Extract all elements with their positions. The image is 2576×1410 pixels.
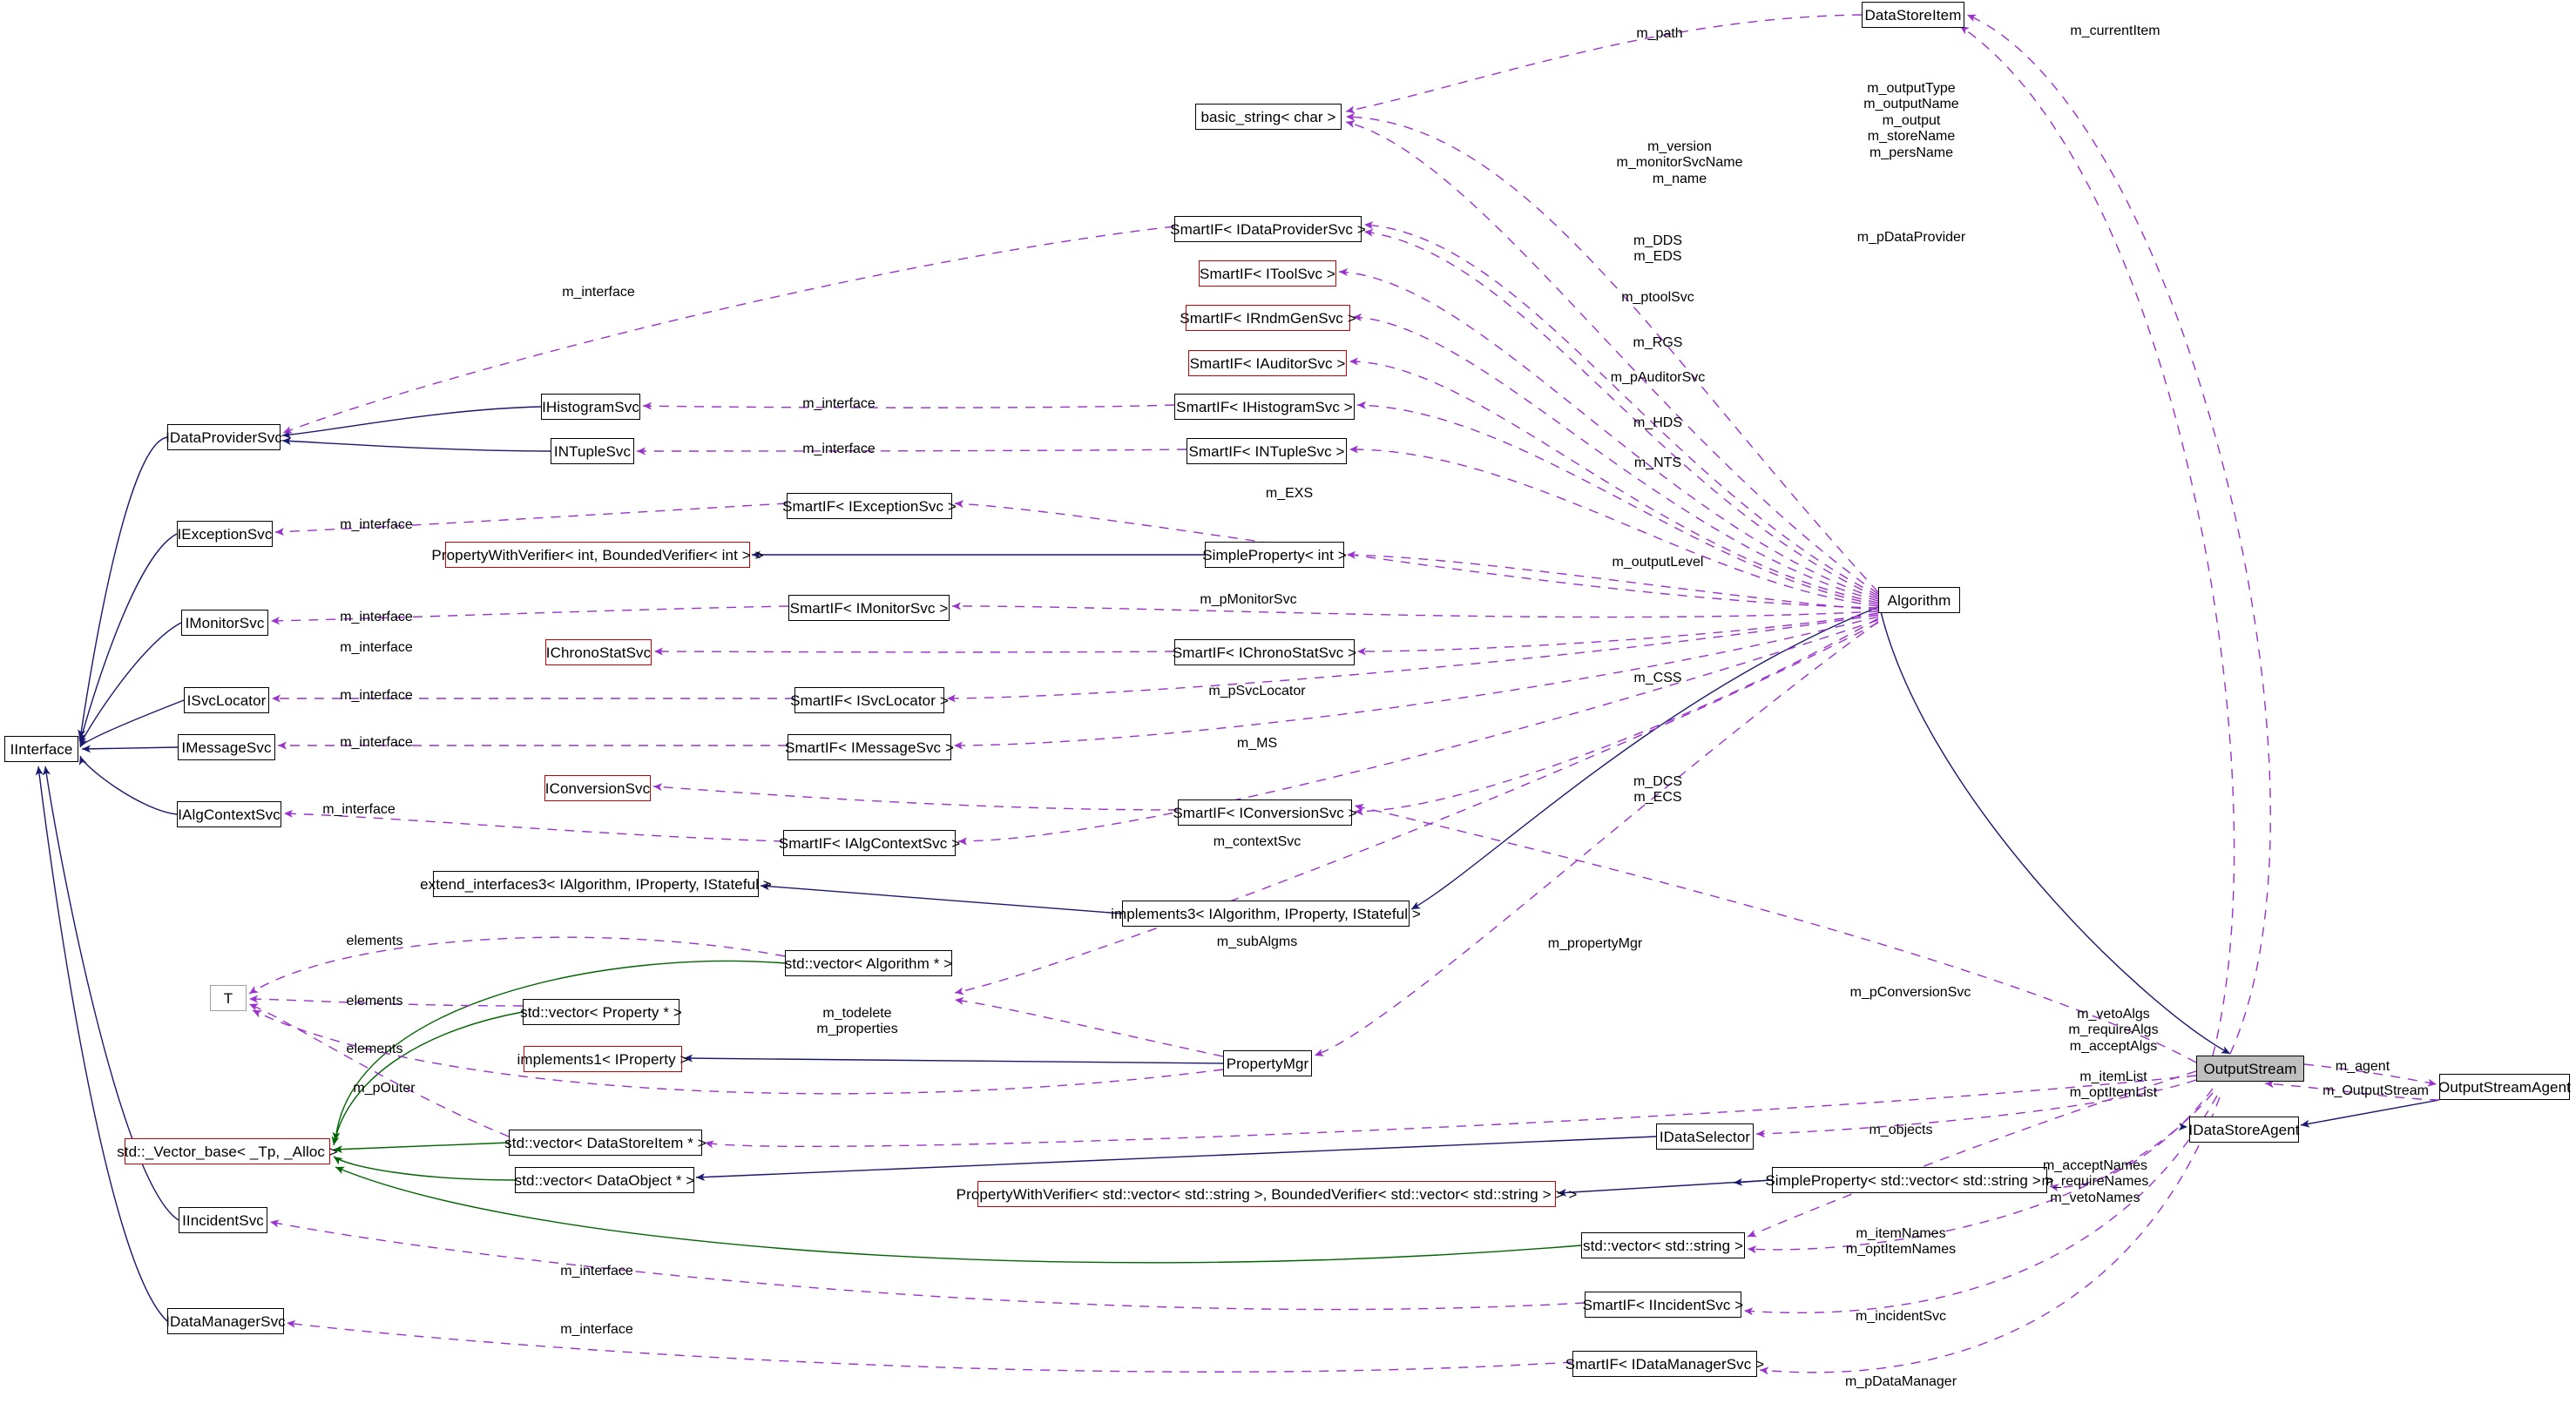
class-node-smartif-iauditorsvc[interactable]: SmartIF< IAuditorSvc > — [1188, 350, 1347, 376]
edge-label: elements — [346, 1042, 403, 1056]
edge-label: m_pDataProvider — [1856, 230, 1966, 245]
class-node-outputstreamagent[interactable]: OutputStreamAgent — [2438, 1074, 2571, 1100]
class-node-propertywithverifier-int[interactable]: PropertyWithVerifier< int, BoundedVerifi… — [431, 542, 764, 568]
edge-label: m_path — [1636, 26, 1683, 41]
class-node-ialgcontextsvc[interactable]: IAlgContextSvc — [177, 801, 281, 827]
class-node-smartif-ihistogramsvc[interactable]: SmartIF< IHistogramSvc > — [1174, 394, 1355, 420]
edge-label: m_interface — [802, 442, 876, 456]
edge-label: m_vetoAlgs m_requireAlgs m_acceptAlgs — [2068, 1007, 2159, 1054]
edge-label: m_pAuditorSvc — [1610, 370, 1706, 385]
edge-label: m_acceptNames m_requireNames m_vetoNames — [2041, 1158, 2149, 1205]
class-node-algorithm[interactable]: Algorithm — [1878, 587, 1960, 613]
edge-label: m_itemList m_optItemList — [2069, 1069, 2158, 1101]
edge-label: m_ptoolSvc — [1621, 290, 1694, 305]
edge-label: m_itemNames m_optItemNames — [1845, 1226, 1957, 1258]
class-node-implements1-iproperty[interactable]: implements1< IProperty > — [517, 1046, 688, 1072]
class-node-smartif-iexceptionsvc[interactable]: SmartIF< IExceptionSvc > — [782, 493, 957, 519]
edge-label: m_interface — [340, 640, 413, 655]
class-node-smartif-ichronostatsvc[interactable]: SmartIF< IChronoStatSvc > — [1173, 639, 1356, 665]
edge-label: m_interface — [340, 610, 413, 624]
edge-label: m_interface — [322, 802, 396, 817]
class-node-datastoreitem[interactable]: DataStoreItem — [1862, 2, 1964, 28]
edge-label: m_CSS — [1633, 671, 1682, 685]
edge-label: m_interface — [802, 396, 876, 411]
class-node-idataprovidersvc[interactable]: IDataProviderSvc — [166, 424, 282, 450]
edge-label: m_interface — [562, 285, 635, 300]
class-node-vector-algorithm[interactable]: std::vector< Algorithm * > — [785, 950, 952, 976]
edge-label: m_OutputStream — [2322, 1083, 2429, 1098]
class-node-smartif-iconversionsvc[interactable]: SmartIF< IConversionSvc > — [1173, 799, 1357, 826]
class-node-iconversionsvc[interactable]: IConversionSvc — [544, 775, 651, 801]
class-node-smartif-itoolsvc[interactable]: SmartIF< IToolSvc > — [1199, 260, 1336, 287]
class-node-propertywithverifier-vec[interactable]: PropertyWithVerifier< std::vector< std::… — [957, 1181, 1577, 1207]
edge-label: m_subAlgms — [1216, 934, 1298, 949]
class-node-iincidentsvc[interactable]: IIncidentSvc — [179, 1207, 267, 1233]
edge-label: m_pOuter — [353, 1081, 416, 1096]
edge-label: m_interface — [340, 517, 413, 532]
class-node-smartif-isvclocator[interactable]: SmartIF< ISvcLocator > — [790, 687, 949, 713]
edge-label: m_version m_monitorSvcName m_name — [1616, 139, 1743, 186]
edge-label: elements — [346, 934, 403, 948]
edge-label: m_currentItem — [2070, 24, 2160, 38]
edge-label: m_outputLevel — [1612, 555, 1704, 570]
edge-label: m_HDS — [1633, 415, 1683, 430]
class-node-smartif-imonitorsvc[interactable]: SmartIF< IMonitorSvc > — [788, 595, 950, 621]
edge-label: m_interface — [560, 1322, 633, 1337]
class-node-imonitorsvc[interactable]: IMonitorSvc — [181, 610, 268, 636]
class-node-t[interactable]: T — [210, 985, 247, 1011]
edge-label: m_propertyMgr — [1547, 936, 1643, 951]
class-node-simpleproperty-vec-str[interactable]: SimpleProperty< std::vector< std::string… — [1765, 1167, 2054, 1193]
edge-label: m_pDataManager — [1844, 1374, 1957, 1389]
class-node-idataselector[interactable]: IDataSelector — [1656, 1123, 1754, 1150]
class-node-basic-string[interactable]: basic_string< char > — [1195, 104, 1342, 130]
class-node-vector-base[interactable]: std::_Vector_base< _Tp, _Alloc > — [117, 1138, 338, 1164]
class-node-propertymgr[interactable]: PropertyMgr — [1223, 1050, 1312, 1076]
class-node-outputstream[interactable]: OutputStream — [2196, 1056, 2304, 1082]
edge-label: m_pConversionSvc — [1849, 985, 1971, 1000]
class-node-isvclocator[interactable]: ISvcLocator — [184, 687, 269, 713]
class-node-smartif-irndmgensvc[interactable]: SmartIF< IRndmGenSvc > — [1180, 305, 1356, 331]
class-node-idatastoreagent[interactable]: IDataStoreAgent — [2188, 1117, 2300, 1143]
class-node-idatamanagersvc[interactable]: IDataManagerSvc — [166, 1308, 286, 1334]
edge-label: m_contextSvc — [1213, 834, 1302, 849]
class-node-ihistogramsvc[interactable]: IHistogramSvc — [541, 394, 640, 420]
class-node-intuplesvc[interactable]: INTupleSvc — [551, 438, 634, 464]
class-node-smartif-imessagesvc[interactable]: SmartIF< IMessageSvc > — [785, 734, 954, 760]
class-node-implements3[interactable]: implements3< IAlgorithm, IProperty, ISta… — [1111, 901, 1421, 927]
edge-label: m_EXS — [1265, 486, 1314, 501]
edge-label: m_agent — [2335, 1059, 2390, 1074]
edge-label: m_NTS — [1633, 455, 1682, 470]
edge-label: m_interface — [340, 688, 413, 703]
class-node-smartif-intuplesvc[interactable]: SmartIF< INTupleSvc > — [1187, 438, 1347, 464]
edge-label: m_objects — [1869, 1123, 1933, 1137]
class-node-iexceptionsvc[interactable]: IExceptionSvc — [177, 521, 273, 547]
class-node-vector-property[interactable]: std::vector< Property * > — [520, 999, 682, 1025]
class-node-vector-string[interactable]: std::vector< std::string > — [1581, 1232, 1745, 1258]
edge-label: m_DDS m_EDS — [1633, 233, 1683, 265]
class-node-extend-interfaces3[interactable]: extend_interfaces3< IAlgorithm, IPropert… — [420, 871, 772, 897]
edge-label: m_outputType m_outputName m_output m_sto… — [1863, 81, 1959, 160]
edge-label: elements — [346, 994, 403, 1009]
class-node-smartif-idataprovidersvc[interactable]: SmartIF< IDataProviderSvc > — [1170, 216, 1366, 242]
edge-label: m_pSvcLocator — [1208, 684, 1306, 698]
edge-label: m_RGS — [1633, 335, 1683, 350]
edge-label: m_todelete m_properties — [816, 1006, 898, 1037]
class-node-smartif-iincidentsvc[interactable]: SmartIF< IIncidentSvc > — [1583, 1292, 1743, 1318]
class-node-smartif-ialgcontextsvc[interactable]: SmartIF< IAlgContextSvc > — [779, 830, 960, 856]
edge-label: m_DCS m_ECS — [1633, 774, 1683, 806]
class-node-vector-datastoreitem[interactable]: std::vector< DataStoreItem * > — [504, 1130, 707, 1156]
edge-label: m_MS — [1236, 736, 1278, 751]
class-node-ichronostatsvc[interactable]: IChronoStatSvc — [545, 639, 652, 665]
class-node-vector-dataobject[interactable]: std::vector< DataObject * > — [515, 1167, 694, 1193]
class-node-simpleproperty-int[interactable]: SimpleProperty< int > — [1202, 542, 1347, 568]
edge-label: m_interface — [340, 735, 413, 750]
class-node-smartif-idatamanagersvc[interactable]: SmartIF< IDataManagerSvc > — [1565, 1351, 1764, 1377]
class-node-iinterface[interactable]: IInterface — [4, 736, 78, 762]
edge-label: m_incidentSvc — [1855, 1309, 1947, 1324]
edge-label: m_interface — [560, 1264, 633, 1278]
edge-label: m_pMonitorSvc — [1200, 592, 1297, 607]
class-node-imessagesvc[interactable]: IMessageSvc — [178, 734, 275, 760]
